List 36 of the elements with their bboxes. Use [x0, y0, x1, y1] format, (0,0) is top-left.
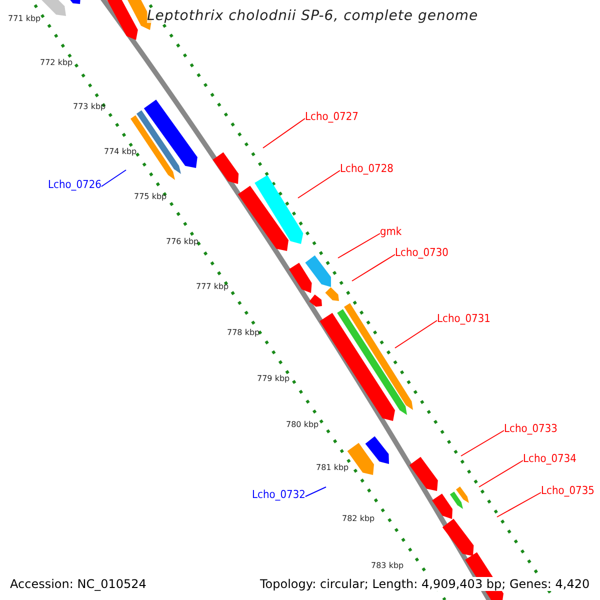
- info-text: Accession: NC_010524: [10, 577, 146, 591]
- gene-label: Lcho_0733: [504, 423, 558, 434]
- scale-label: 780 kbp: [286, 421, 319, 429]
- gene-label: Lcho_0730: [395, 247, 448, 258]
- leader-line: [100, 170, 126, 187]
- gene-label: Lcho_0735: [541, 485, 594, 496]
- gene-label: Lcho_0734: [523, 453, 576, 464]
- scale-label: 781 kbp: [316, 464, 349, 472]
- scale-label: 773 kbp: [73, 103, 106, 111]
- leader-line: [298, 170, 340, 198]
- gene-label: Lcho_0731: [437, 313, 490, 324]
- scale-label: 777 kbp: [196, 283, 229, 291]
- leader-line: [394, 320, 438, 348]
- leader-line: [496, 492, 542, 518]
- scale-label: 782 kbp: [342, 515, 375, 523]
- gene-label: Lcho_0732: [252, 489, 306, 500]
- leader-line: [478, 460, 524, 488]
- gene-label: gmk: [380, 226, 402, 237]
- leader-line: [262, 118, 306, 148]
- scale-label: 775 kbp: [134, 193, 167, 201]
- scale-label: 774 kbp: [104, 148, 137, 156]
- scale-label: 778 kbp: [227, 329, 260, 337]
- leader-line: [304, 486, 326, 497]
- leader-line: [352, 254, 396, 282]
- scale-label: 772 kbp: [40, 59, 73, 67]
- title: Leptothrix cholodnii SP-6, complete genome: [147, 9, 478, 23]
- scale-label: 771 kbp: [8, 15, 41, 23]
- scale-label: 783 kbp: [371, 562, 404, 570]
- gene-label: Lcho_0728: [340, 163, 394, 174]
- gene-label: Lcho_0727: [305, 111, 358, 122]
- gene-label: Lcho_0726: [48, 179, 102, 190]
- info-text: Topology: circular; Length: 4,909,403 bp; Genes: 4,420: [260, 577, 590, 591]
- scale-label: 779 kbp: [257, 375, 290, 383]
- scale-label: 776 kbp: [166, 238, 199, 246]
- leader-line: [338, 233, 380, 258]
- leader-line: [460, 430, 504, 456]
